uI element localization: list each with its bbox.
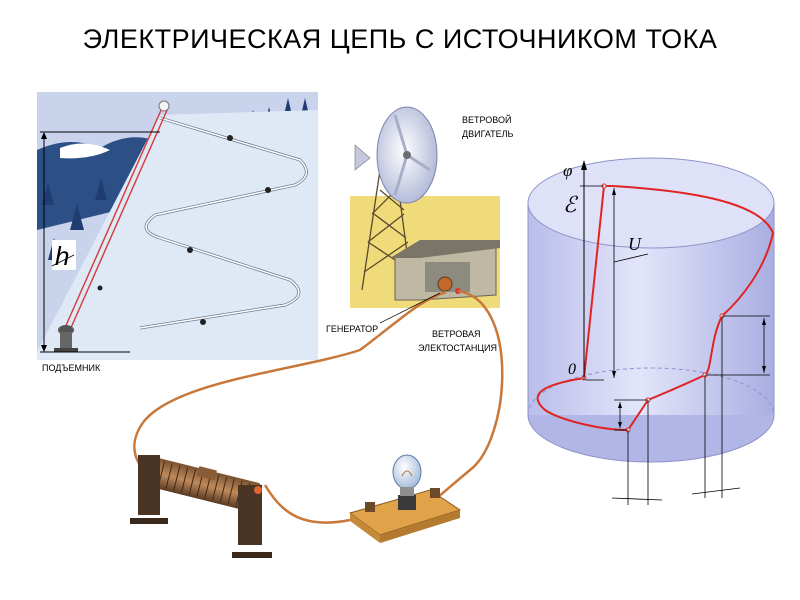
potential-cylinder: φ ℰ U 0 bbox=[527, 157, 775, 505]
emf-symbol: ℰ bbox=[563, 192, 579, 217]
upper-pulley bbox=[158, 100, 170, 112]
rheostat bbox=[130, 455, 272, 558]
lift-label: ПОДЪЕМНИК bbox=[42, 363, 101, 373]
arrow-head-down bbox=[41, 345, 47, 352]
wire-right bbox=[419, 289, 504, 512]
power-house bbox=[390, 240, 500, 301]
arrow-head-up bbox=[41, 132, 47, 139]
ski-track-inner bbox=[139, 117, 308, 329]
generator-label: ГЕНЕРАТОР bbox=[326, 324, 379, 334]
h-label-box bbox=[52, 240, 76, 270]
lift-cable bbox=[69, 107, 169, 331]
page-title: ЭЛЕКТРИЧЕСКАЯ ЦЕПЬ С ИСТОЧНИКОМ ТОКА bbox=[82, 24, 718, 54]
width-dimension bbox=[611, 497, 663, 501]
wire-bottom bbox=[263, 484, 351, 524]
voltage-pointer bbox=[613, 253, 649, 263]
phi-axis-arrow bbox=[581, 160, 587, 170]
lift-cable bbox=[63, 107, 163, 331]
wind-engine-label-line1: ВЕТРОВОЙ bbox=[462, 115, 512, 125]
arrow-head-up bbox=[762, 318, 766, 325]
h-pointer bbox=[51, 254, 75, 267]
wire-left bbox=[133, 290, 447, 482]
arrow-head-up bbox=[618, 402, 622, 408]
width-dimension bbox=[691, 487, 741, 495]
generator-pointer bbox=[379, 292, 441, 324]
tail-vane bbox=[354, 144, 371, 171]
rotor-blades bbox=[393, 114, 431, 196]
snow-slope bbox=[37, 110, 318, 360]
skier-group bbox=[97, 135, 271, 325]
ski-lift-illustration: h bbox=[37, 92, 318, 360]
lift-base bbox=[54, 325, 78, 352]
phi-symbol: φ bbox=[563, 161, 572, 180]
cylinder-hidden-edge bbox=[527, 367, 775, 416]
rotor-hub bbox=[403, 151, 411, 159]
wind-station-label-line2: ЭЛЕКТОСТАНЦИЯ bbox=[418, 343, 497, 353]
lamp-board bbox=[348, 454, 462, 543]
snow-cap bbox=[60, 143, 110, 159]
arrow-head-up bbox=[612, 188, 616, 195]
zero-symbol: 0 bbox=[568, 361, 576, 378]
wind-engine-label-line2: ДВИГАТЕЛЬ bbox=[462, 129, 514, 139]
potential-curve bbox=[536, 185, 775, 432]
cylinder-bottom bbox=[528, 415, 774, 462]
voltage-symbol: U bbox=[628, 234, 642, 254]
wind-station-illustration bbox=[350, 106, 500, 308]
height-label: h bbox=[55, 241, 69, 271]
cylinder-bottom-edge bbox=[527, 414, 775, 463]
arrow-head-down bbox=[612, 371, 616, 378]
wind-station-label-line1: ВЕТРОВАЯ bbox=[432, 329, 481, 339]
arrow-head-down bbox=[618, 422, 622, 428]
light-bulb bbox=[392, 454, 422, 490]
arrow-head-down bbox=[762, 366, 766, 373]
